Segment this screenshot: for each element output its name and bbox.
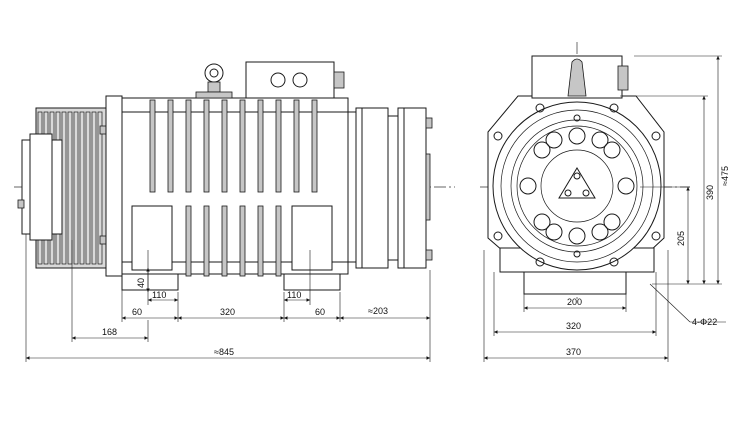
cooling-fins-lower (185, 205, 282, 277)
motor-flange-left (105, 95, 123, 277)
bolt-circle (519, 127, 635, 245)
side-lifting-eye (567, 58, 587, 97)
front-dimensions (25, 234, 431, 362)
lifting-eye (195, 63, 233, 99)
dim-110-left: 110 (152, 290, 166, 300)
dim-390: 390 (705, 185, 715, 200)
inspection-window-left (131, 205, 173, 271)
foot-right (283, 273, 341, 291)
dim-475: ≈475 (720, 166, 730, 186)
cable-gland (333, 71, 345, 89)
dim-60-left: 60 (132, 307, 142, 317)
brake-assembly (347, 107, 433, 269)
front-view: 40 110 60 320 110 60 ≈203 168 ≈845 (14, 61, 455, 362)
dim-168: 168 (102, 327, 117, 337)
hub-triangle (558, 167, 596, 199)
dim-203: ≈203 (368, 306, 388, 316)
dim-110-right: 110 (287, 290, 301, 300)
motor-disc-outer (492, 101, 662, 271)
foot-block (523, 271, 627, 295)
terminal-box (245, 61, 335, 99)
dim-holes: 4-Φ22 (692, 317, 717, 327)
dim-320-side: 320 (566, 321, 581, 331)
foot-left (121, 273, 179, 291)
dim-205: 205 (676, 231, 686, 246)
side-view: ≈475 390 205 200 320 370 4-Φ22 (480, 42, 730, 362)
dim-320-front: 320 (220, 307, 235, 317)
inspection-window-right (291, 205, 333, 271)
cooling-fins-upper (149, 99, 318, 193)
dim-200: 200 (567, 297, 582, 307)
side-dimensions (483, 55, 726, 362)
dim-370: 370 (566, 347, 581, 357)
dim-845: ≈845 (214, 347, 234, 357)
dim-40: 40 (136, 278, 146, 288)
dim-60-right: 60 (315, 307, 325, 317)
